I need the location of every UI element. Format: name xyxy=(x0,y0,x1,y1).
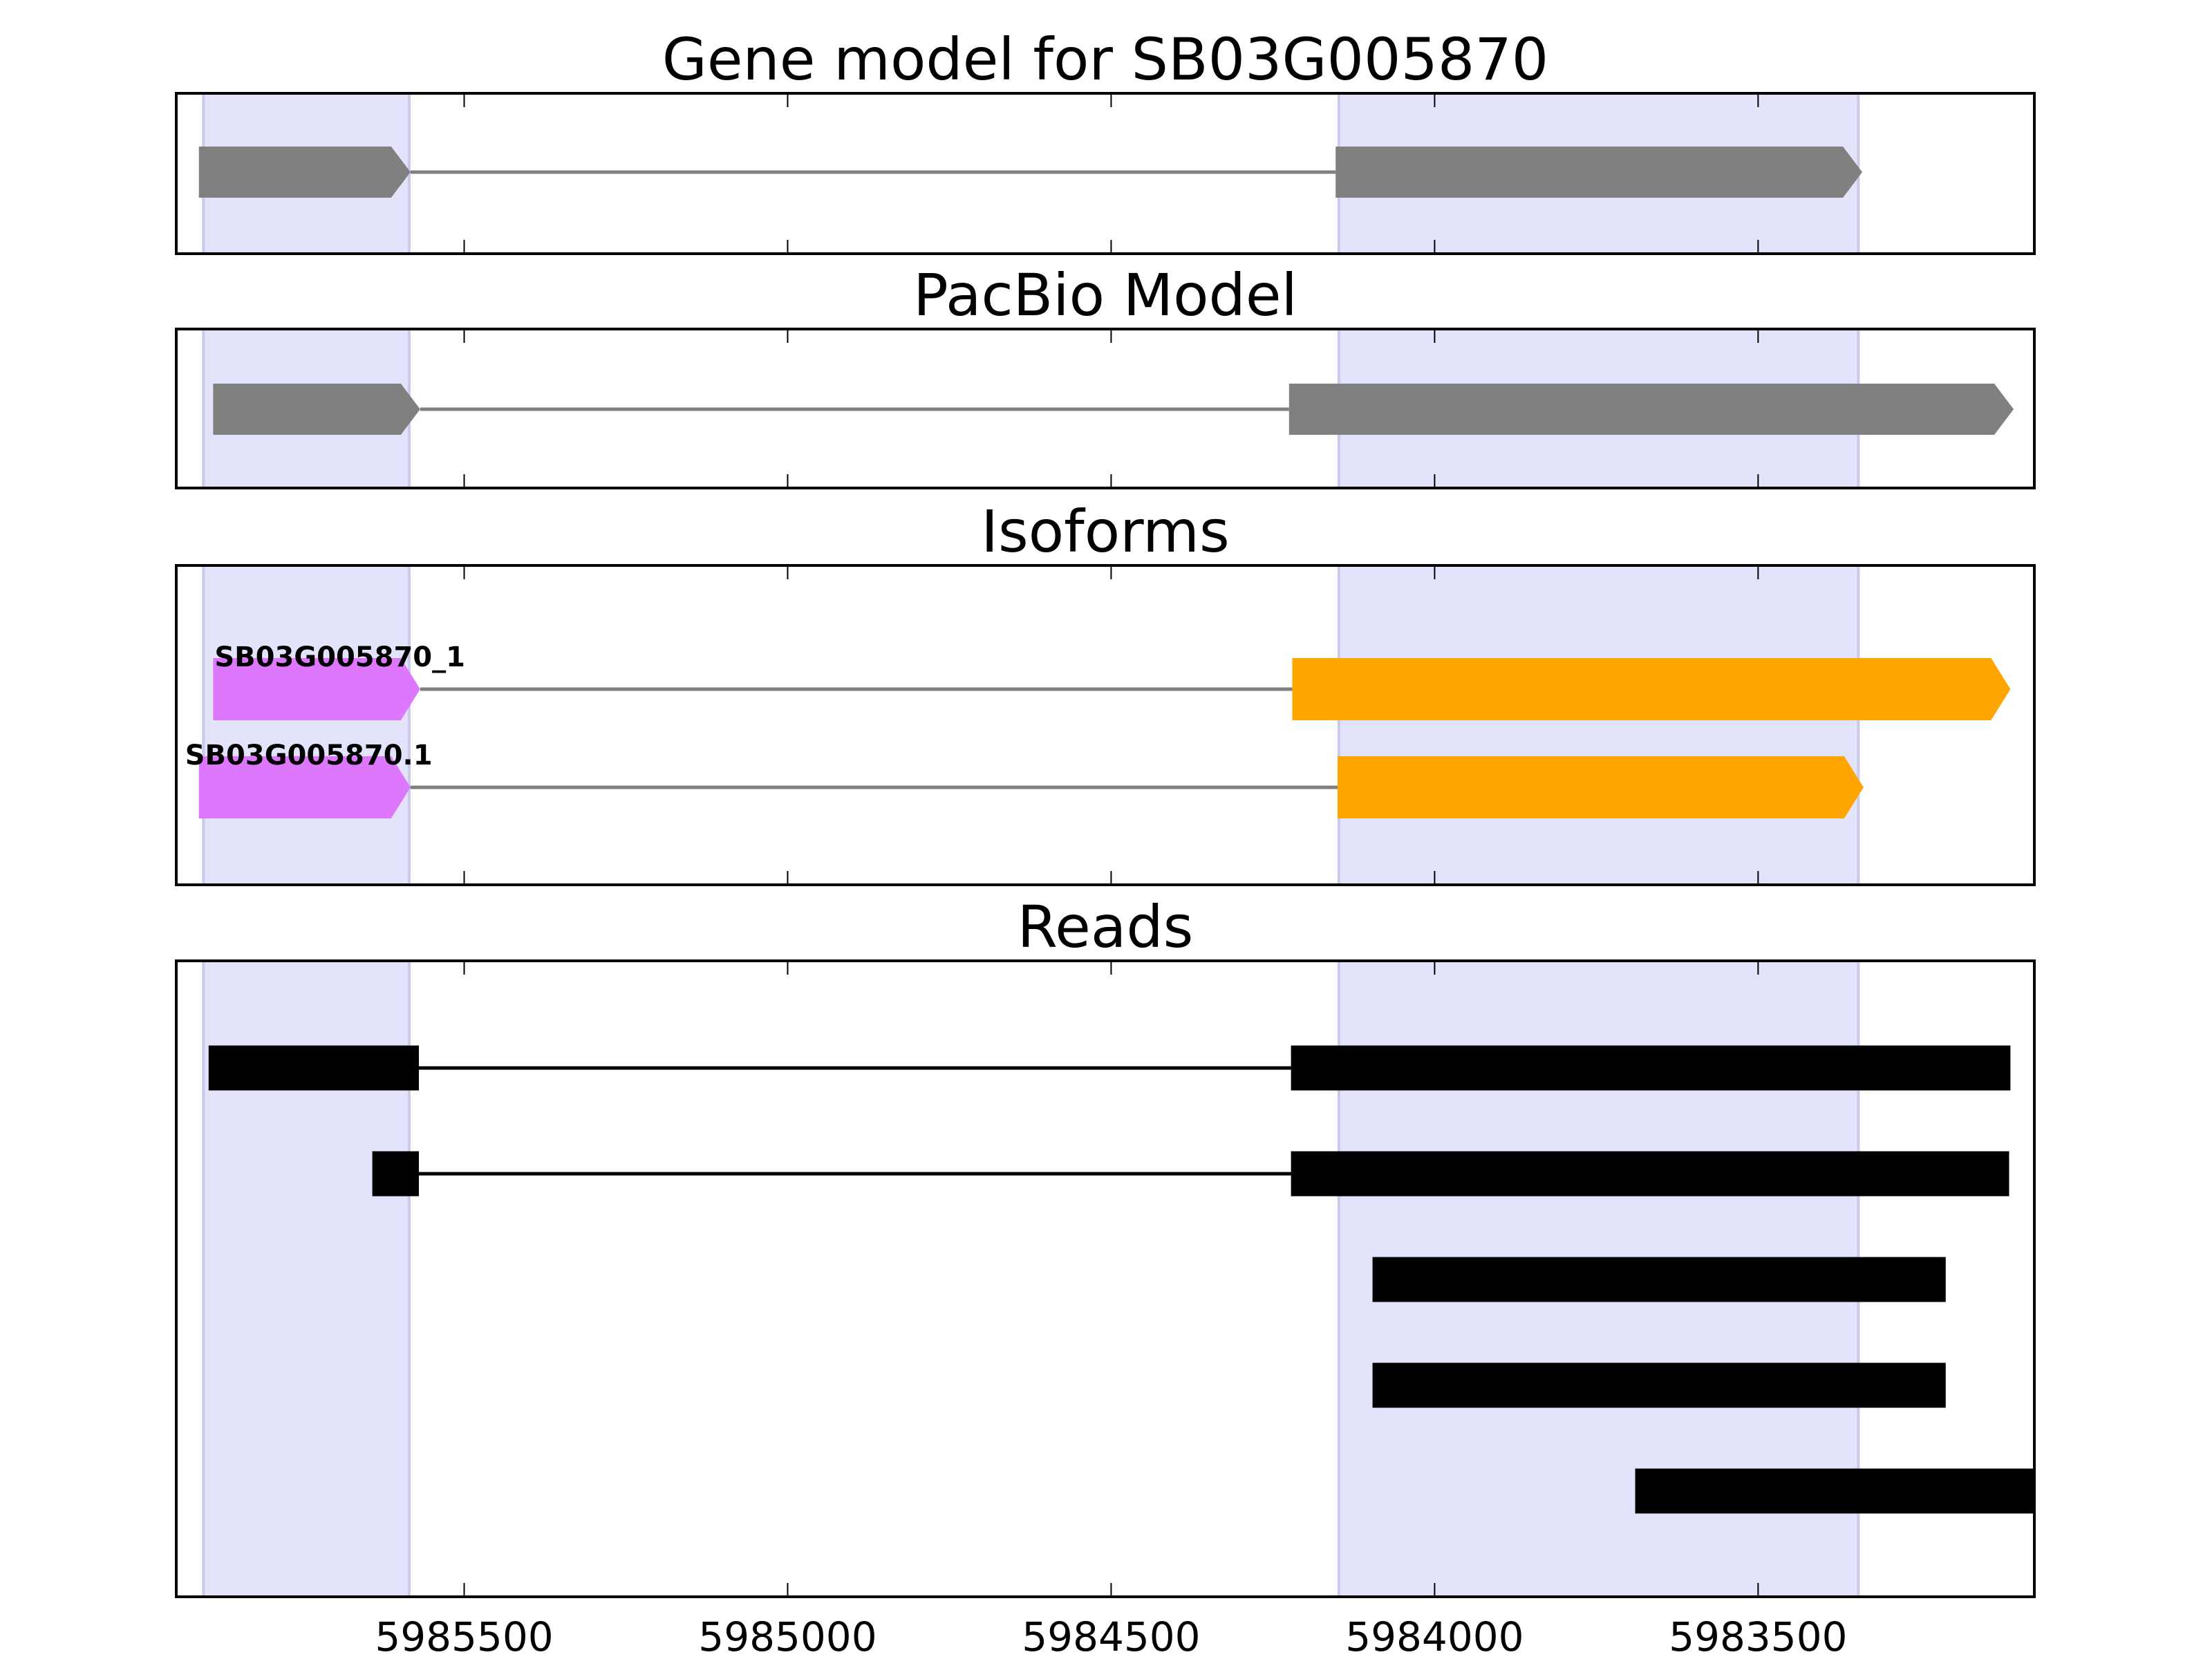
isoform-label: SB03G005870_1 xyxy=(214,641,465,673)
shaded-exon-region xyxy=(202,564,411,886)
x-tick-label: 5984000 xyxy=(1345,1613,1524,1659)
exon-block xyxy=(198,147,411,198)
exon-block xyxy=(1335,147,1863,198)
x-tick-label: 5985000 xyxy=(698,1613,877,1659)
gene-model-track xyxy=(198,147,1863,198)
panel-title: Reads xyxy=(1018,893,1194,961)
read-block xyxy=(1372,1257,1946,1302)
axes-frame xyxy=(175,564,2036,886)
read-track xyxy=(208,1045,2011,1091)
axes-frame xyxy=(175,328,2036,489)
cds-exon xyxy=(1338,756,1864,818)
utr-exon xyxy=(198,756,411,818)
gene-model-track xyxy=(213,384,2014,435)
axes-frame xyxy=(175,959,2036,1598)
axes-frame xyxy=(175,92,2036,255)
shaded-exon-region xyxy=(1337,564,1860,886)
isoform-track: SB03G005870_1 xyxy=(213,641,2011,720)
x-tick-label: 5984500 xyxy=(1022,1613,1200,1659)
isoform-label: SB03G005870.1 xyxy=(185,740,433,771)
read-block xyxy=(1291,1151,2009,1197)
panel-pacbio-model: PacBio Model xyxy=(175,261,2036,489)
read-track xyxy=(372,1151,2009,1197)
read-track xyxy=(1635,1468,2034,1514)
cds-exon xyxy=(1292,658,2011,720)
read-track xyxy=(1372,1362,1946,1408)
read-block xyxy=(1372,1362,1946,1408)
exon-block xyxy=(213,384,420,435)
isoform-track: SB03G005870.1 xyxy=(185,740,1864,818)
exon-block xyxy=(1288,384,2014,435)
read-block xyxy=(1635,1468,2034,1514)
panel-reads: Reads xyxy=(175,893,2036,1598)
panel-title: Gene model for SB03G005870 xyxy=(662,26,1548,93)
read-block xyxy=(372,1151,419,1197)
read-track xyxy=(1372,1257,1946,1302)
utr-exon xyxy=(213,658,420,720)
panel-gene-model-for-sb03g005870: Gene model for SB03G005870 xyxy=(175,26,2036,255)
panel-title: PacBio Model xyxy=(913,261,1297,329)
panel-title: Isoforms xyxy=(981,498,1230,565)
x-tick-label: 5983500 xyxy=(1669,1613,1847,1659)
read-block xyxy=(1291,1045,2011,1091)
read-block xyxy=(208,1045,419,1091)
x-tick-label: 5985500 xyxy=(375,1613,553,1659)
